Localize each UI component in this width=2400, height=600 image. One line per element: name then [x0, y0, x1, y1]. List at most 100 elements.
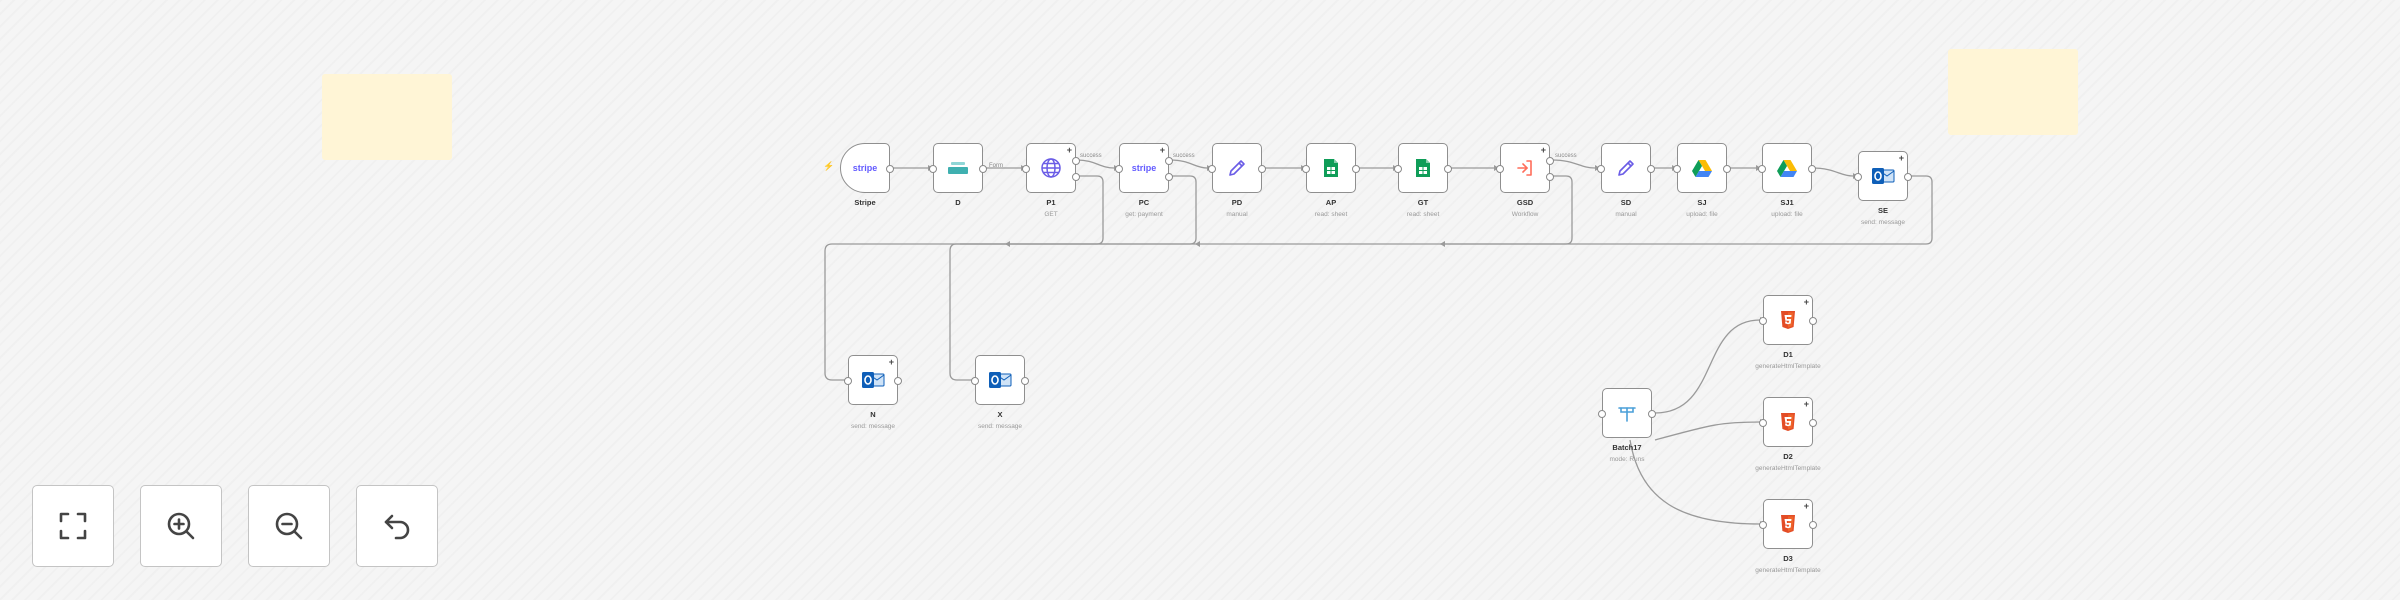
stripe-logo-icon: stripe [1131, 163, 1157, 173]
edge-label-form: Form [989, 163, 1003, 169]
output-port-success[interactable] [1165, 157, 1173, 165]
sticky-note[interactable] [1948, 49, 2078, 135]
add-node-icon[interactable]: + [1803, 399, 1809, 409]
node-sj1[interactable] [1758, 143, 1816, 193]
input-port[interactable] [1854, 173, 1862, 181]
add-node-icon[interactable]: + [1159, 145, 1165, 155]
connection[interactable] [1654, 319, 1761, 414]
node-p1[interactable]: + [1022, 143, 1080, 193]
output-port-success[interactable] [1546, 157, 1554, 165]
output-port[interactable] [1809, 419, 1817, 427]
add-node-icon[interactable]: + [1898, 153, 1904, 163]
output-port[interactable] [894, 377, 902, 385]
input-port[interactable] [1022, 165, 1030, 173]
node-n[interactable]: + [844, 355, 902, 405]
add-node-icon[interactable]: + [888, 357, 894, 367]
input-port[interactable] [971, 377, 979, 385]
node-label: N [870, 410, 876, 419]
connection[interactable] [1169, 159, 1208, 169]
output-port[interactable] [979, 165, 987, 173]
input-port[interactable] [1758, 165, 1766, 173]
input-port[interactable] [1115, 165, 1123, 173]
output-port[interactable] [1808, 165, 1816, 173]
node-d2[interactable]: + [1759, 397, 1817, 447]
output-port-error[interactable] [1546, 173, 1554, 181]
input-port[interactable] [1759, 419, 1767, 427]
connection[interactable] [1629, 439, 1761, 525]
node-label: D2 [1783, 452, 1793, 461]
connection[interactable] [1440, 175, 1933, 245]
add-node-icon[interactable]: + [1066, 145, 1072, 155]
output-port[interactable] [1904, 173, 1912, 181]
node-batch17[interactable] [1598, 388, 1656, 438]
input-port[interactable] [1759, 521, 1767, 529]
output-port[interactable] [1258, 165, 1266, 173]
undo-button[interactable] [356, 485, 438, 567]
html-icon [1775, 307, 1801, 333]
output-port[interactable] [1648, 410, 1656, 418]
input-port[interactable] [1394, 165, 1402, 173]
edit-fields-icon [945, 155, 971, 181]
zoom-out-button[interactable] [248, 485, 330, 567]
output-port-error[interactable] [1072, 173, 1080, 181]
outlook-icon [987, 367, 1013, 393]
node-label: Batch17 [1612, 443, 1642, 452]
node-sd[interactable] [1597, 143, 1655, 193]
node-pd[interactable] [1208, 143, 1266, 193]
output-port[interactable] [1647, 165, 1655, 173]
input-port[interactable] [1208, 165, 1216, 173]
node-label: D3 [1783, 554, 1793, 563]
add-node-icon[interactable]: + [1803, 297, 1809, 307]
zoom-in-button[interactable] [140, 485, 222, 567]
google-sheets-icon [1410, 155, 1436, 181]
node-d1[interactable]: + [1759, 295, 1817, 345]
output-port[interactable] [1444, 165, 1452, 173]
node-pc[interactable]: + stripe [1115, 143, 1173, 193]
output-port[interactable] [1809, 521, 1817, 529]
node-d[interactable] [929, 143, 987, 193]
node-gsd[interactable]: + [1496, 143, 1554, 193]
node-subtitle: read: sheet [1314, 211, 1348, 218]
html-icon [1775, 409, 1801, 435]
node-d3[interactable]: + [1759, 499, 1817, 549]
add-node-icon[interactable]: + [1540, 145, 1546, 155]
fit-view-button[interactable] [32, 485, 114, 567]
connection[interactable] [1076, 159, 1115, 169]
node-se[interactable]: + [1854, 151, 1912, 201]
node-subtitle: GET [1044, 211, 1058, 218]
node-subtitle: generateHtmlTemplate [1755, 567, 1821, 574]
html-icon [1775, 511, 1801, 537]
output-port[interactable] [1352, 165, 1360, 173]
output-port[interactable] [886, 165, 894, 173]
node-x[interactable] [971, 355, 1029, 405]
node-label: GSD [1516, 198, 1534, 207]
node-stripe-trigger[interactable]: stripe [840, 143, 894, 193]
input-port[interactable] [1597, 165, 1605, 173]
connection[interactable] [1654, 421, 1761, 441]
input-port[interactable] [844, 377, 852, 385]
input-port[interactable] [1673, 165, 1681, 173]
input-port[interactable] [1302, 165, 1310, 173]
node-label: Stripe [854, 198, 876, 207]
output-port-error[interactable] [1165, 173, 1173, 181]
node-sj[interactable] [1673, 143, 1731, 193]
google-sheets-icon [1318, 155, 1344, 181]
input-port[interactable] [929, 165, 937, 173]
undo-icon [384, 514, 410, 540]
output-port[interactable] [1021, 377, 1029, 385]
node-gt[interactable] [1394, 143, 1452, 193]
input-port[interactable] [1759, 317, 1767, 325]
output-port[interactable] [1723, 165, 1731, 173]
node-subtitle: read: sheet [1406, 211, 1440, 218]
input-port[interactable] [1496, 165, 1504, 173]
node-label: GT [1417, 198, 1429, 207]
node-ap[interactable] [1302, 143, 1360, 193]
connection[interactable] [1551, 159, 1596, 169]
add-node-icon[interactable]: + [1803, 501, 1809, 511]
connection[interactable] [1811, 167, 1854, 177]
output-port[interactable] [1809, 317, 1817, 325]
output-port-success[interactable] [1072, 157, 1080, 165]
sticky-note[interactable] [322, 74, 452, 160]
node-subtitle: manual [1226, 211, 1248, 218]
input-port[interactable] [1598, 410, 1606, 418]
